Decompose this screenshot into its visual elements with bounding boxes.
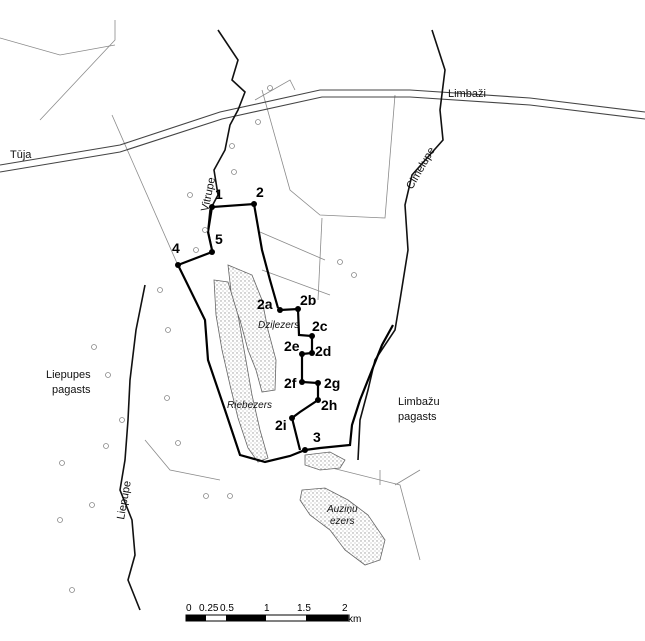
label-tuja: Tūja [10, 149, 32, 161]
label-liepupes-2: pagasts [52, 384, 91, 396]
label-limbazu-2: pagasts [398, 411, 437, 423]
vertex-2b [295, 306, 301, 312]
label-cimelupe: Cimelupe [404, 145, 438, 191]
vertex-2a [277, 307, 283, 313]
label-auzinu-1: Auziņu [326, 504, 358, 515]
cimelupe-river [357, 29, 446, 461]
scale-tick-0: 0 [186, 603, 192, 614]
liepupe-river [119, 284, 146, 611]
vertex-2c [309, 333, 315, 339]
scale-tick-15: 1.5 [297, 603, 311, 614]
small-lake [304, 451, 346, 471]
point-label-2e: 2e [284, 338, 300, 354]
scale-tick-025: 0.25 [199, 603, 219, 614]
vertex-2h [315, 397, 321, 403]
vertex-2 [251, 201, 257, 207]
auzinu-lake [299, 487, 386, 566]
parcel-boundaries [0, 20, 421, 561]
label-limbazu-1: Limbažu [398, 396, 440, 408]
point-label-2f: 2f [284, 375, 297, 391]
vertex-2d [309, 350, 315, 356]
boundary-vertices [175, 201, 321, 453]
point-label-3: 3 [313, 429, 321, 445]
point-label-5: 5 [215, 231, 223, 247]
point-label-2b: 2b [300, 292, 316, 308]
point-label-2: 2 [256, 184, 264, 200]
vertex-2g [315, 380, 321, 386]
label-auzinu-2: ezers [330, 516, 354, 527]
parcel-markers [57, 85, 357, 593]
rivers [119, 29, 446, 611]
vertex-2e [299, 351, 305, 357]
point-label-2h: 2h [321, 397, 337, 413]
vertex-3 [302, 447, 308, 453]
point-label-2a: 2a [257, 296, 273, 312]
point-label-2c: 2c [312, 318, 328, 334]
label-limbazi: Limbaži [448, 88, 486, 100]
label-dzilezers: Dziļezers [258, 320, 299, 331]
point-label-1: 1 [215, 186, 223, 202]
scale-tick-2: 2 [342, 603, 348, 614]
point-label-2g: 2g [324, 375, 340, 391]
road [0, 89, 645, 173]
vertex-2i [289, 415, 295, 421]
point-label-4: 4 [172, 240, 180, 256]
vertex-4 [175, 262, 181, 268]
scale-tick-05: 0.5 [220, 603, 234, 614]
label-liepupe: Liepupe [115, 480, 134, 521]
vertex-2f [299, 379, 305, 385]
lakes [213, 264, 386, 566]
scale-unit: km [348, 614, 361, 625]
scale-bar: 0 0.25 0.5 1 1.5 2 km [185, 603, 361, 625]
riebezers-lake [213, 279, 269, 463]
vertex-5 [209, 249, 215, 255]
vertex-1 [209, 204, 215, 210]
point-label-2i: 2i [275, 417, 287, 433]
reserve-stepped-boundary [279, 307, 320, 451]
scale-tick-1: 1 [264, 603, 270, 614]
label-riebezers: Riebezers [227, 400, 272, 411]
point-label-2d: 2d [315, 343, 331, 359]
label-liepupes-1: Liepupes [46, 369, 91, 381]
vitrupe-river [207, 29, 246, 251]
